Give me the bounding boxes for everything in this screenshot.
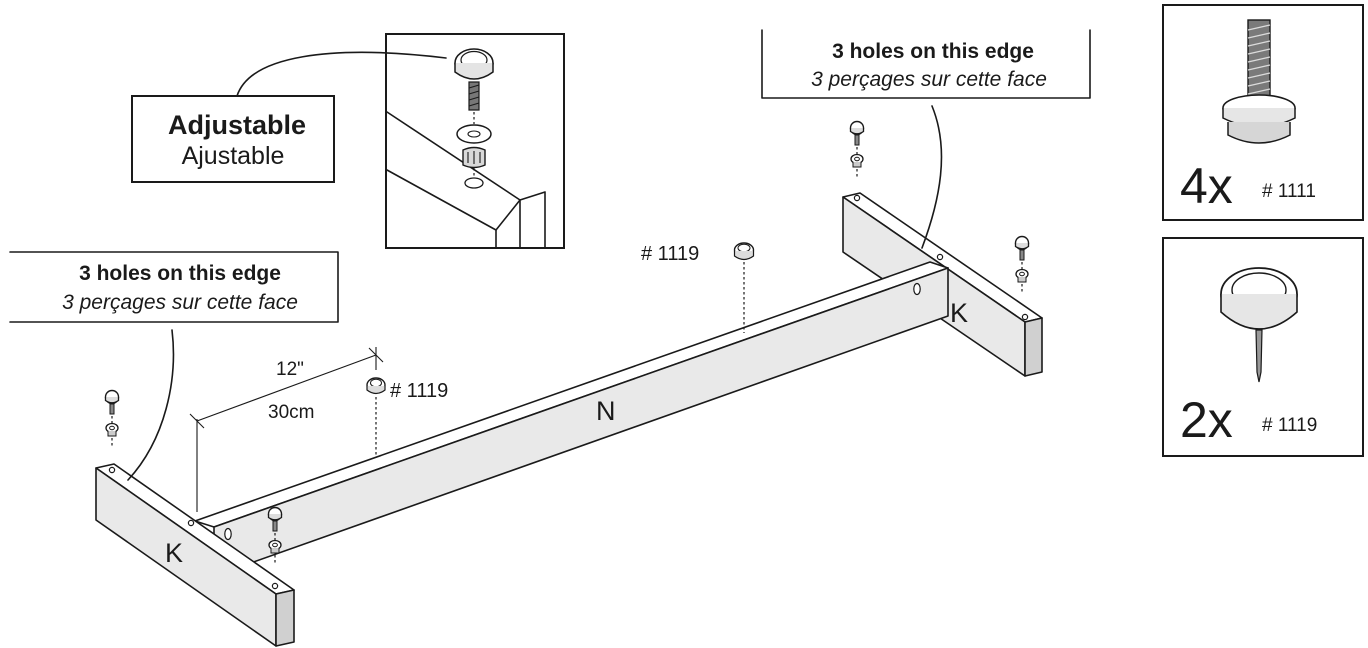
holes-label-right-en: 3 holes on this edge	[832, 40, 1034, 63]
end-label-right: K	[950, 298, 968, 328]
dimension-line	[189, 347, 384, 512]
glide-label-middle: # 1119	[641, 243, 699, 265]
holes-callout-left	[9, 251, 339, 323]
adjustable-leader	[236, 51, 447, 97]
glide-label-left: # 1119	[390, 380, 448, 402]
adjustable-label-en: Adjustable	[168, 110, 306, 140]
legend-foot-1111	[1162, 4, 1364, 221]
foot-hardware-right-back	[849, 120, 865, 179]
adjustable-callout	[131, 95, 335, 183]
foot-hardware-right-front	[1014, 235, 1030, 294]
holes-label-right-fr: 3 perçages sur cette face	[811, 68, 1047, 91]
dimension-inches: 12"	[276, 359, 304, 380]
holes-callout-right	[761, 29, 1091, 99]
foot-1111-icon	[1222, 19, 1296, 144]
legend-qty-2x: 2x	[1180, 392, 1233, 448]
holes-label-left-en: 3 holes on this edge	[79, 262, 281, 285]
dimension-cm: 30cm	[268, 402, 314, 423]
detail-zoom-box	[385, 33, 565, 249]
rail-label: N	[596, 396, 616, 426]
end-label-left: K	[165, 538, 183, 568]
glide-1119-middle	[733, 242, 755, 333]
detail-glide-part	[454, 48, 494, 189]
holes-leader-right	[921, 105, 943, 249]
holes-label-left-fr: 3 perçages sur cette face	[62, 291, 298, 314]
glide-1119-icon	[1220, 267, 1298, 383]
holes-leader-left	[127, 329, 175, 481]
foot-hardware-left-back	[104, 389, 120, 448]
glide-1119-left	[366, 377, 386, 458]
adjustable-label-fr: Ajustable	[182, 142, 285, 170]
legend-qty-4x: 4x	[1180, 158, 1233, 214]
legend-part-1111: # 1111	[1262, 181, 1316, 202]
legend-glide-1119	[1162, 237, 1364, 457]
end-piece-left	[95, 463, 295, 647]
legend-part-1119: # 1119	[1262, 415, 1317, 436]
